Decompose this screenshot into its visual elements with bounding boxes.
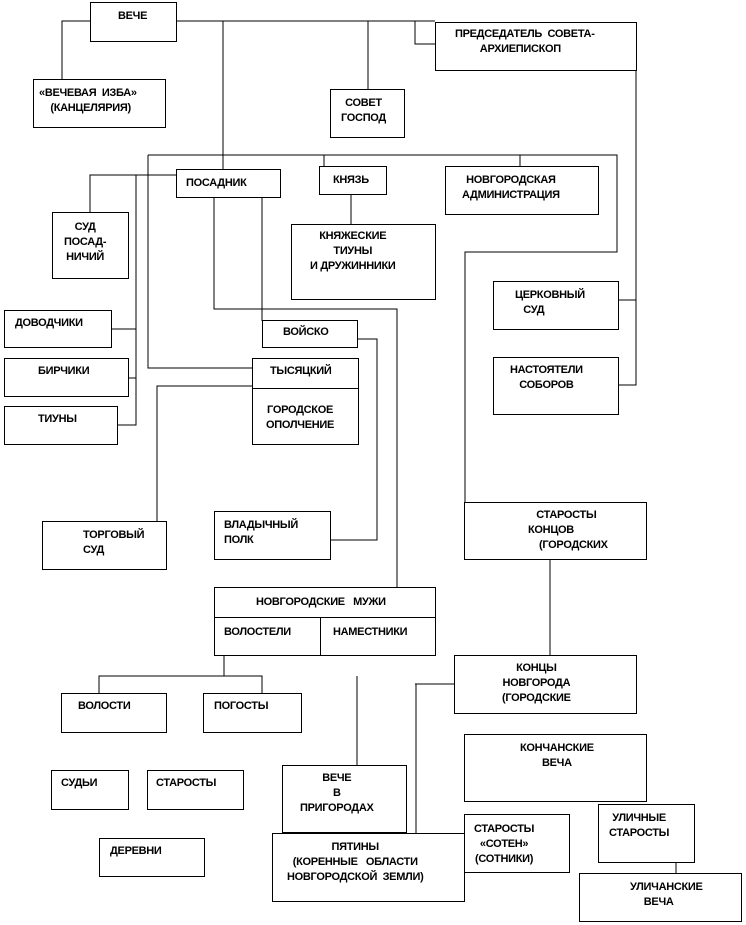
- tysyatsky-label: ТЫСЯЦКИЙ: [270, 365, 332, 377]
- connector: [147, 155, 252, 369]
- connector: [330, 338, 378, 541]
- elders-label: СТАРОСТЫ: [156, 777, 217, 789]
- suburb-veche-label: ВЕЧЕ В ПРИГОРОДАХ: [300, 772, 374, 814]
- connector: [618, 70, 637, 386]
- street-elders-label: УЛИЧНЫЕ СТАРОСТЫ: [609, 812, 670, 839]
- namestniki-label: НАМЕСТНИКИ: [333, 626, 408, 638]
- end-elders-label: СТАРОСТЫ КОНЦОВ (ГОРОДСКИХ: [528, 509, 608, 551]
- connector: [224, 675, 263, 694]
- novgorod-admin-box: [445, 166, 599, 215]
- connector: [414, 21, 435, 45]
- prince-label: КНЯЗЬ: [333, 174, 369, 186]
- novgorod-men-separator: [214, 617, 436, 618]
- sotni-elders-box: [464, 814, 570, 873]
- pyatiny-box: [272, 833, 465, 902]
- connector: [98, 655, 225, 694]
- tysyatsky-separator: [252, 388, 359, 389]
- veche-hut-label: «ВЕЧЕВАЯ ИЗБА» (КАНЦЕЛЯРИЯ): [39, 87, 137, 114]
- volosti-label: ВОЛОСТИ: [78, 700, 131, 712]
- connector: [89, 174, 176, 212]
- connector: [213, 197, 398, 588]
- connector: [135, 174, 176, 329]
- suburb-veche-box: [282, 765, 407, 833]
- street-veche-label: УЛИЧАНСКИЕ ВЕЧА: [630, 881, 703, 908]
- pyatiny-label: ПЯТИНЫ (КОРЕННЫЕ ОБЛАСТИ НОВГОРОДСКОЙ ЗЕ…: [287, 841, 424, 883]
- city-militia-label: ГОРОДСКОЕ ОПОЛЧЕНИЕ: [266, 404, 335, 431]
- council-box: [330, 89, 405, 138]
- tysyatsky-box: [252, 358, 359, 445]
- church-court-label: ЦЕРКОВНЫЙ СУД: [515, 289, 585, 316]
- judges-label: СУДЬИ: [61, 777, 98, 789]
- elders-box: [147, 770, 244, 810]
- novgorod-men-box: [214, 587, 436, 656]
- connector: [128, 329, 137, 379]
- connector: [156, 385, 252, 521]
- pogosty-box: [203, 693, 302, 733]
- trade-court-box: [42, 521, 167, 570]
- posadnik-label: ПОСАДНИК: [186, 177, 247, 189]
- volosteli-label: ВОЛОСТЕЛИ: [224, 626, 291, 638]
- army-label: ВОЙСКО: [283, 326, 329, 338]
- street-elders-box: [598, 804, 695, 863]
- novgorod-men-divider: [320, 617, 321, 656]
- trade-court-label: ТОРГОВЫЙ СУД: [83, 529, 145, 556]
- princely-tiuns-label: КНЯЖЕСКИЕ ТИУНЫ И ДРУЖИННИКИ: [310, 230, 396, 272]
- posadnik-box: [176, 169, 281, 198]
- konchan-veche-label: КОНЧАНСКИЕ ВЕЧА: [520, 742, 594, 769]
- veche-box: [90, 2, 177, 42]
- veche-hut-box: [33, 79, 166, 128]
- villages-label: ДЕРЕВНИ: [110, 845, 162, 857]
- city-ends-box: [454, 655, 637, 714]
- bishop-regiment-label: ВЛАДЫЧНЫЙ ПОЛК: [224, 519, 298, 546]
- novgorod-men-label: НОВГОРОДСКИЕ МУЖИ: [256, 596, 386, 608]
- chairman-box: [435, 22, 637, 71]
- church-court-box: [493, 281, 619, 330]
- birchiki-box: [4, 358, 129, 397]
- cathedral-abbots-label: НАСТОЯТЕЛИ СОБОРОВ: [510, 364, 583, 391]
- end-elders-box: [464, 502, 647, 560]
- connector: [61, 20, 90, 79]
- connector: [148, 154, 618, 502]
- judges-box: [51, 770, 129, 810]
- volosti-box: [61, 693, 167, 733]
- city-ends-label: КОНЦЫ НОВГОРОДА (ГОРОДСКИЕ: [502, 662, 571, 704]
- dovodchiki-box: [4, 310, 112, 348]
- birchiki-label: БИРЧИКИ: [38, 365, 90, 377]
- prince-box: [319, 166, 387, 195]
- council-label: СОВЕТ ГОСПОД: [341, 97, 386, 124]
- villages-box: [99, 838, 205, 877]
- street-veche-box: [579, 873, 742, 922]
- posadnik-court-label: СУД ПОСАД- НИЧИЙ: [64, 221, 107, 263]
- veche-label: ВЕЧЕ: [118, 10, 148, 22]
- bishop-regiment-box: [214, 511, 331, 560]
- novgorod-admin-label: НОВГОРОДСКАЯ АДМИНИСТРАЦИЯ: [462, 174, 560, 201]
- posadnik-court-box: [52, 212, 129, 279]
- pogosty-label: ПОГОСТЫ: [214, 700, 269, 712]
- konchan-veche-box: [464, 734, 647, 802]
- connector: [118, 378, 137, 426]
- chairman-label: ПРЕДСЕДАТЕЛЬ СОВЕТА- АРХИЕПИСКОП: [455, 28, 595, 55]
- dovodchiki-label: ДОВОДЧИКИ: [15, 317, 83, 329]
- tiuny-label: ТИУНЫ: [38, 413, 77, 425]
- princely-tiuns-box: [291, 224, 436, 300]
- sotni-elders-label: СТАРОСТЫ «СОТЕН» (СОТНИКИ): [474, 823, 535, 865]
- cathedral-abbots-box: [493, 357, 619, 415]
- tiuny-box: [4, 406, 118, 445]
- army-box: [262, 320, 358, 348]
